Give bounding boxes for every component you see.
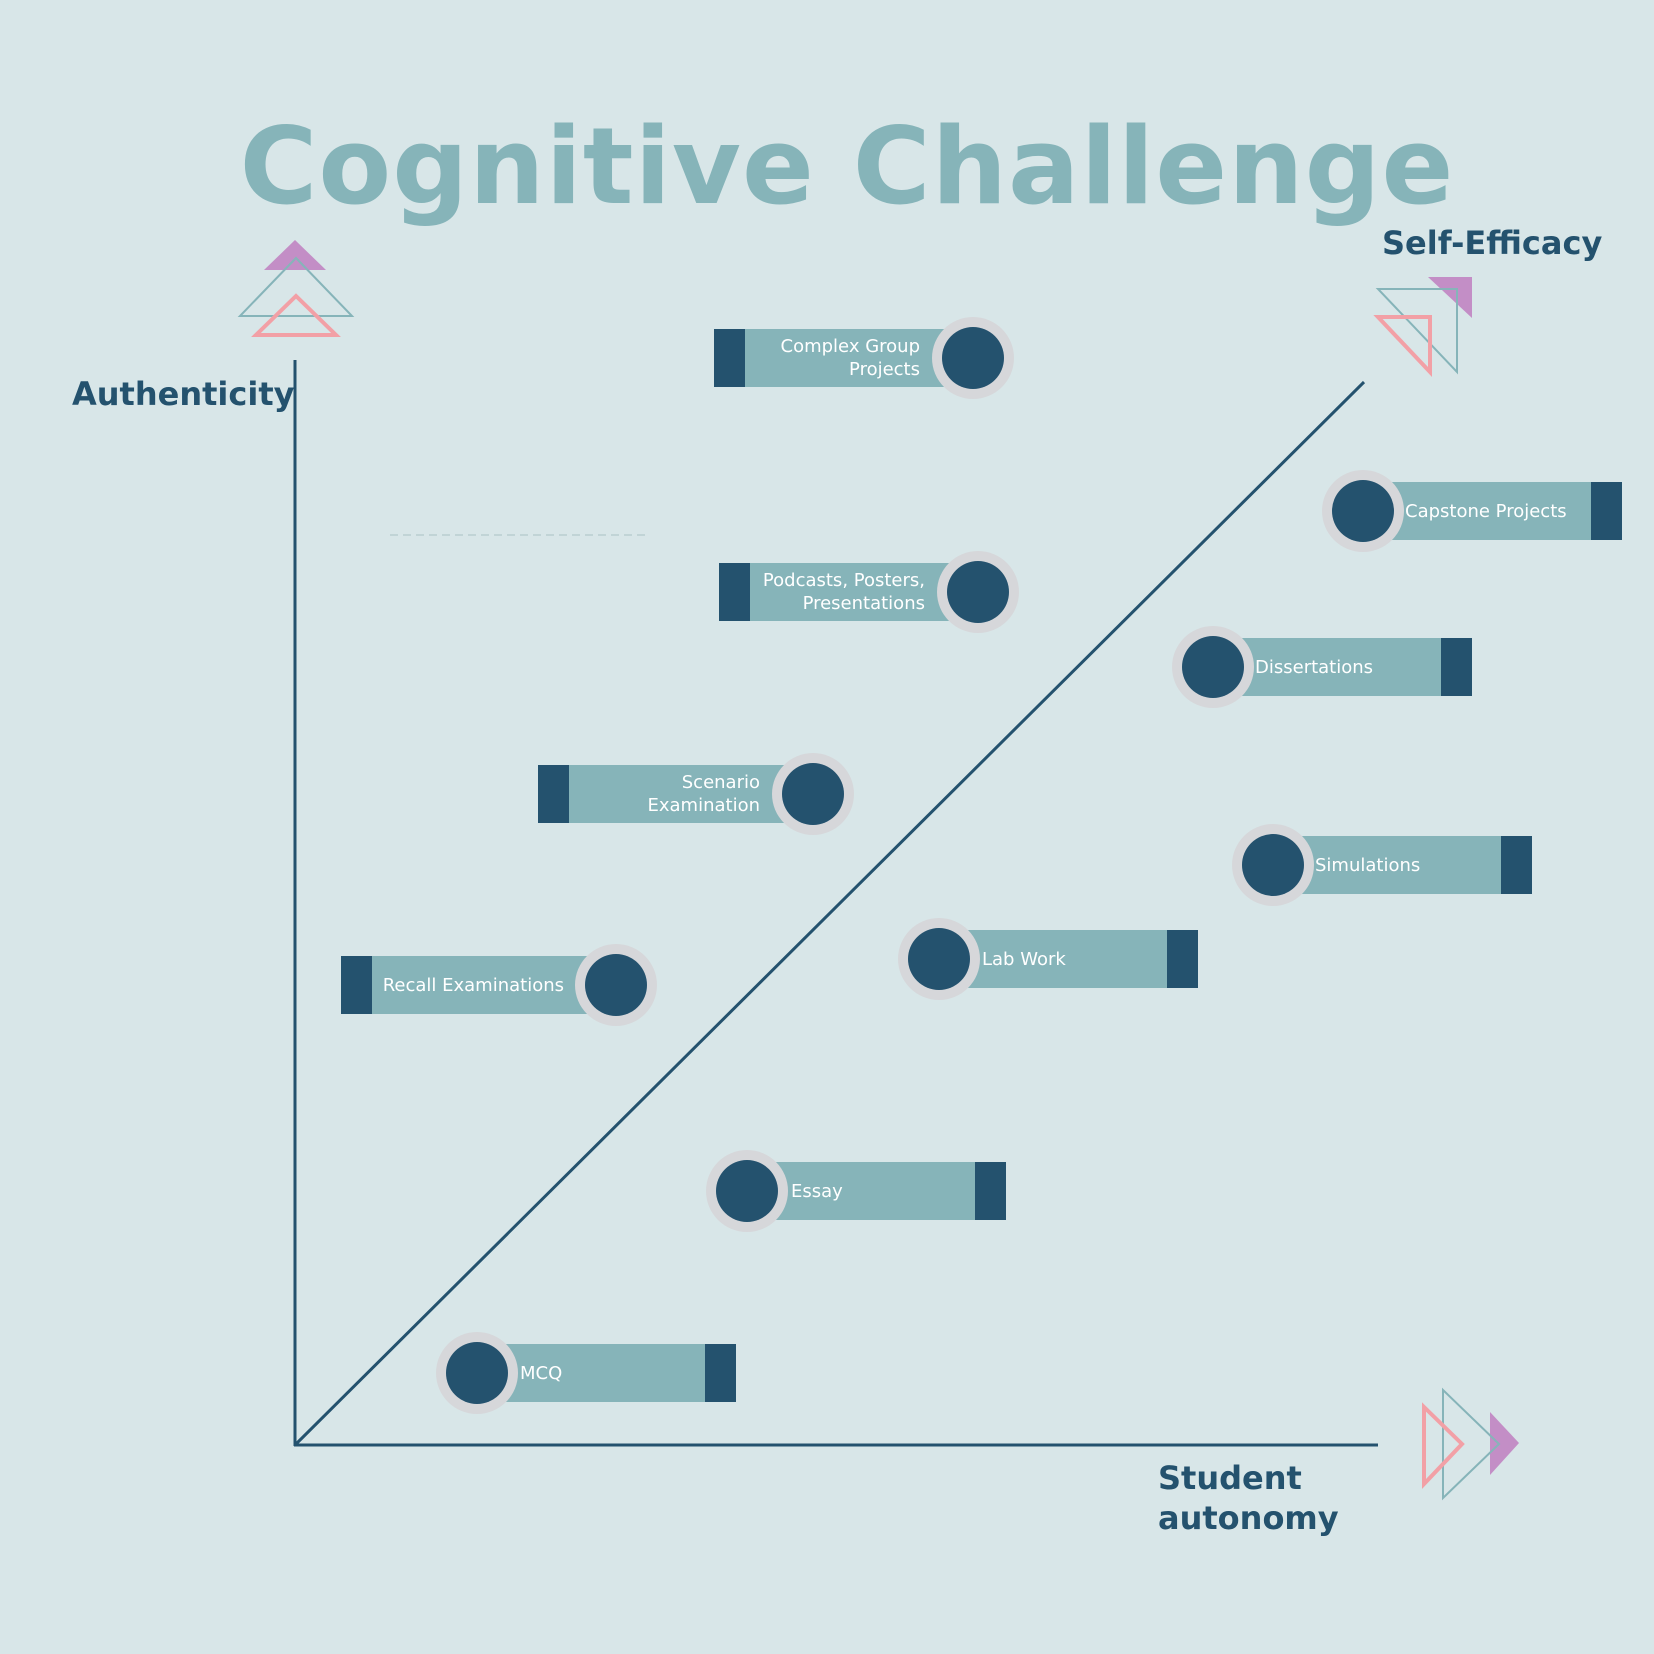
item-label: Complex Group Projects xyxy=(780,336,920,380)
item-label: Scenario Examination xyxy=(647,772,760,816)
item-marker xyxy=(1232,824,1314,906)
item-scenario-examination: Scenario Examination xyxy=(538,753,854,835)
item-marker xyxy=(772,753,854,835)
x-axis-label-line2: autonomy xyxy=(1158,1499,1339,1537)
item-simulations: Simulations xyxy=(1232,824,1532,906)
item-marker xyxy=(932,317,1014,399)
item-label: Recall Examinations xyxy=(382,974,564,996)
item-marker xyxy=(706,1150,788,1232)
triangle-cluster-up-icon xyxy=(237,240,355,337)
item-complex-group-projects: Complex Group Projects xyxy=(714,317,1014,399)
item-marker xyxy=(1172,626,1254,708)
y-axis-label: Authenticity xyxy=(72,375,295,413)
item-dissertations: Dissertations xyxy=(1172,626,1472,708)
item-marker xyxy=(898,918,980,1000)
item-lab-work: Lab Work xyxy=(898,918,1198,1000)
page-title: Cognitive Challenge xyxy=(239,105,1455,228)
item-label: Lab Work xyxy=(982,948,1066,970)
item-capstone-projects: Capstone Projects xyxy=(1322,470,1622,552)
item-essay: Essay xyxy=(706,1150,1006,1232)
item-marker xyxy=(937,551,1019,633)
item-label: MCQ xyxy=(520,1362,563,1384)
item-label: Simulations xyxy=(1315,854,1421,876)
diagonal-axis-label: Self-Efficacy xyxy=(1382,224,1603,262)
x-axis-label-line1: Student xyxy=(1158,1459,1302,1497)
item-label: Essay xyxy=(791,1180,843,1202)
item-label: Dissertations xyxy=(1255,656,1374,678)
item-podcasts-posters-presentations: Podcasts, Posters, Presentations xyxy=(719,551,1019,633)
item-recall-examinations: Recall Examinations xyxy=(341,944,657,1026)
item-label: Capstone Projects xyxy=(1405,500,1567,522)
item-marker xyxy=(436,1332,518,1414)
x-axis-label: Student autonomy xyxy=(1158,1458,1339,1538)
triangle-cluster-diagonal-icon xyxy=(1373,277,1472,378)
item-label: Podcasts, Posters, Presentations xyxy=(762,570,925,614)
diagonal-line xyxy=(293,380,1366,1447)
item-mcq: MCQ xyxy=(436,1332,736,1414)
item-marker xyxy=(1322,470,1404,552)
item-marker xyxy=(575,944,657,1026)
triangle-cluster-right-icon xyxy=(1422,1387,1519,1501)
